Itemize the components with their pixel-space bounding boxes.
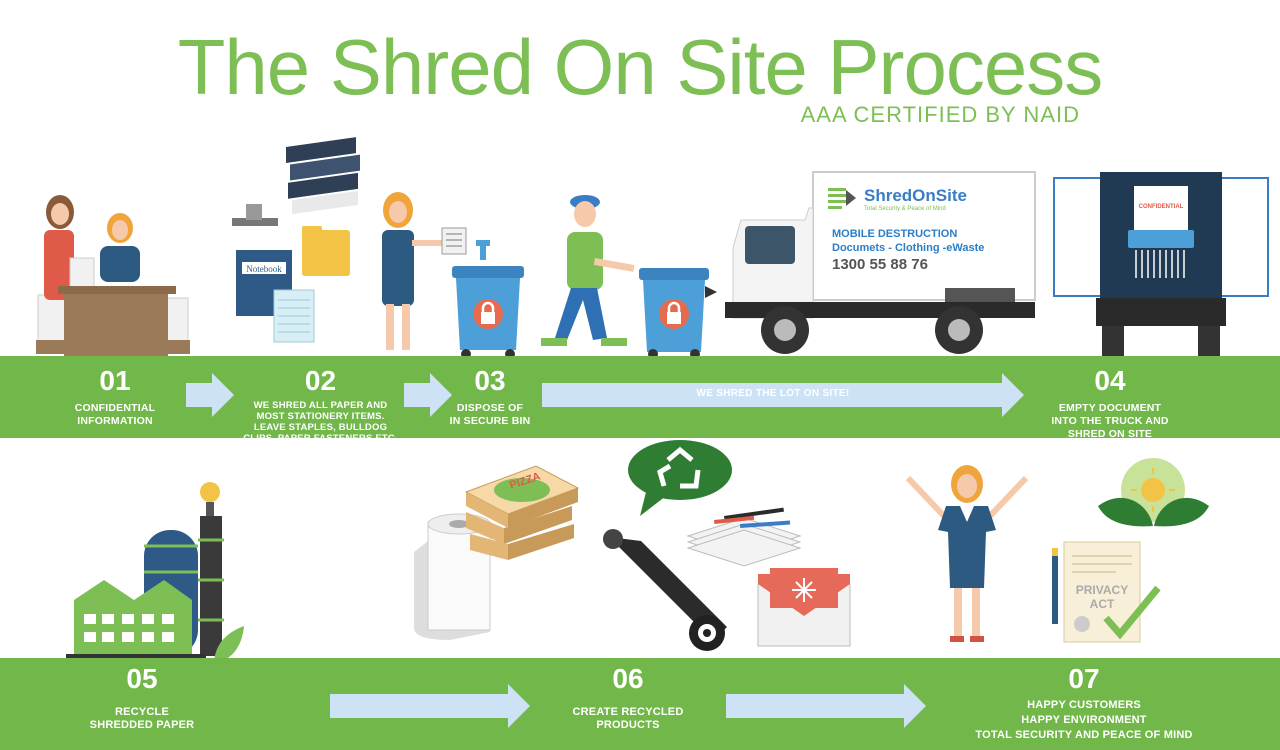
flow-arrow — [726, 684, 926, 728]
arrow-label: WE SHRED THE LOT ON SITE! — [696, 388, 850, 399]
step-number: 04 — [1094, 365, 1126, 396]
paper-towel-roll-icon — [414, 513, 491, 640]
step-number: 02 — [304, 365, 337, 396]
envelope-icon — [757, 568, 851, 647]
happy-customer-illustration — [905, 465, 1029, 642]
step-number: 06 — [612, 663, 644, 694]
notebook-label: Notebook — [246, 264, 282, 274]
process-band-bottom — [0, 658, 1280, 750]
step-number: 01 — [99, 365, 131, 396]
woman-with-paper-illustration — [382, 192, 467, 350]
step-number: 07 — [1068, 663, 1100, 694]
recycled-roll-icon — [603, 529, 727, 651]
secure-bin-icon — [452, 240, 524, 359]
pizza-boxes-icon: PIZZA — [464, 465, 580, 560]
flow-arrow — [404, 373, 452, 417]
sun-leaves-icon — [1098, 458, 1209, 527]
step-number: 03 — [474, 365, 506, 396]
truck-brand-name: ShredOnSite — [864, 186, 967, 205]
truck-phone: 1300 55 88 76 — [832, 256, 928, 273]
confidential-label: CONFIDENTIAL — [1139, 204, 1184, 210]
paper-stack-pens-icon — [686, 507, 802, 567]
page-title: The Shred On Site Process — [177, 23, 1103, 111]
worker-pushing-bin-illustration — [541, 195, 709, 359]
shred-on-site-arrow: WE SHRED THE LOT ON SITE! — [542, 373, 1026, 417]
recycle-bubble-icon — [628, 440, 732, 516]
recycling-factory-illustration — [66, 482, 244, 662]
privacy-act-line-2: ACT — [1090, 597, 1115, 611]
privacy-act-document-icon: PRIVACY ACT — [1052, 541, 1161, 643]
step-number: 05 — [126, 663, 158, 694]
shred-truck-illustration — [705, 171, 1036, 354]
office-workers-illustration — [36, 195, 190, 356]
truck-service-title: MOBILE DESTRUCTION — [832, 228, 958, 240]
flow-arrow — [330, 684, 530, 728]
truck-rear-shredder-illustration: CONFIDENTIAL — [1053, 172, 1269, 356]
page-subtitle: AAA CERTIFIED BY NAID — [800, 102, 1080, 127]
shredonsite-logo-icon — [828, 186, 858, 210]
truck-brand-tagline: Total Security & Peace of Mind — [864, 206, 946, 212]
flow-arrow — [186, 373, 234, 417]
truck-services: Documets - Clothing -eWaste — [832, 242, 985, 254]
privacy-act-line-1: PRIVACY — [1076, 583, 1128, 597]
stationery-illustration: Notebook — [232, 137, 360, 343]
